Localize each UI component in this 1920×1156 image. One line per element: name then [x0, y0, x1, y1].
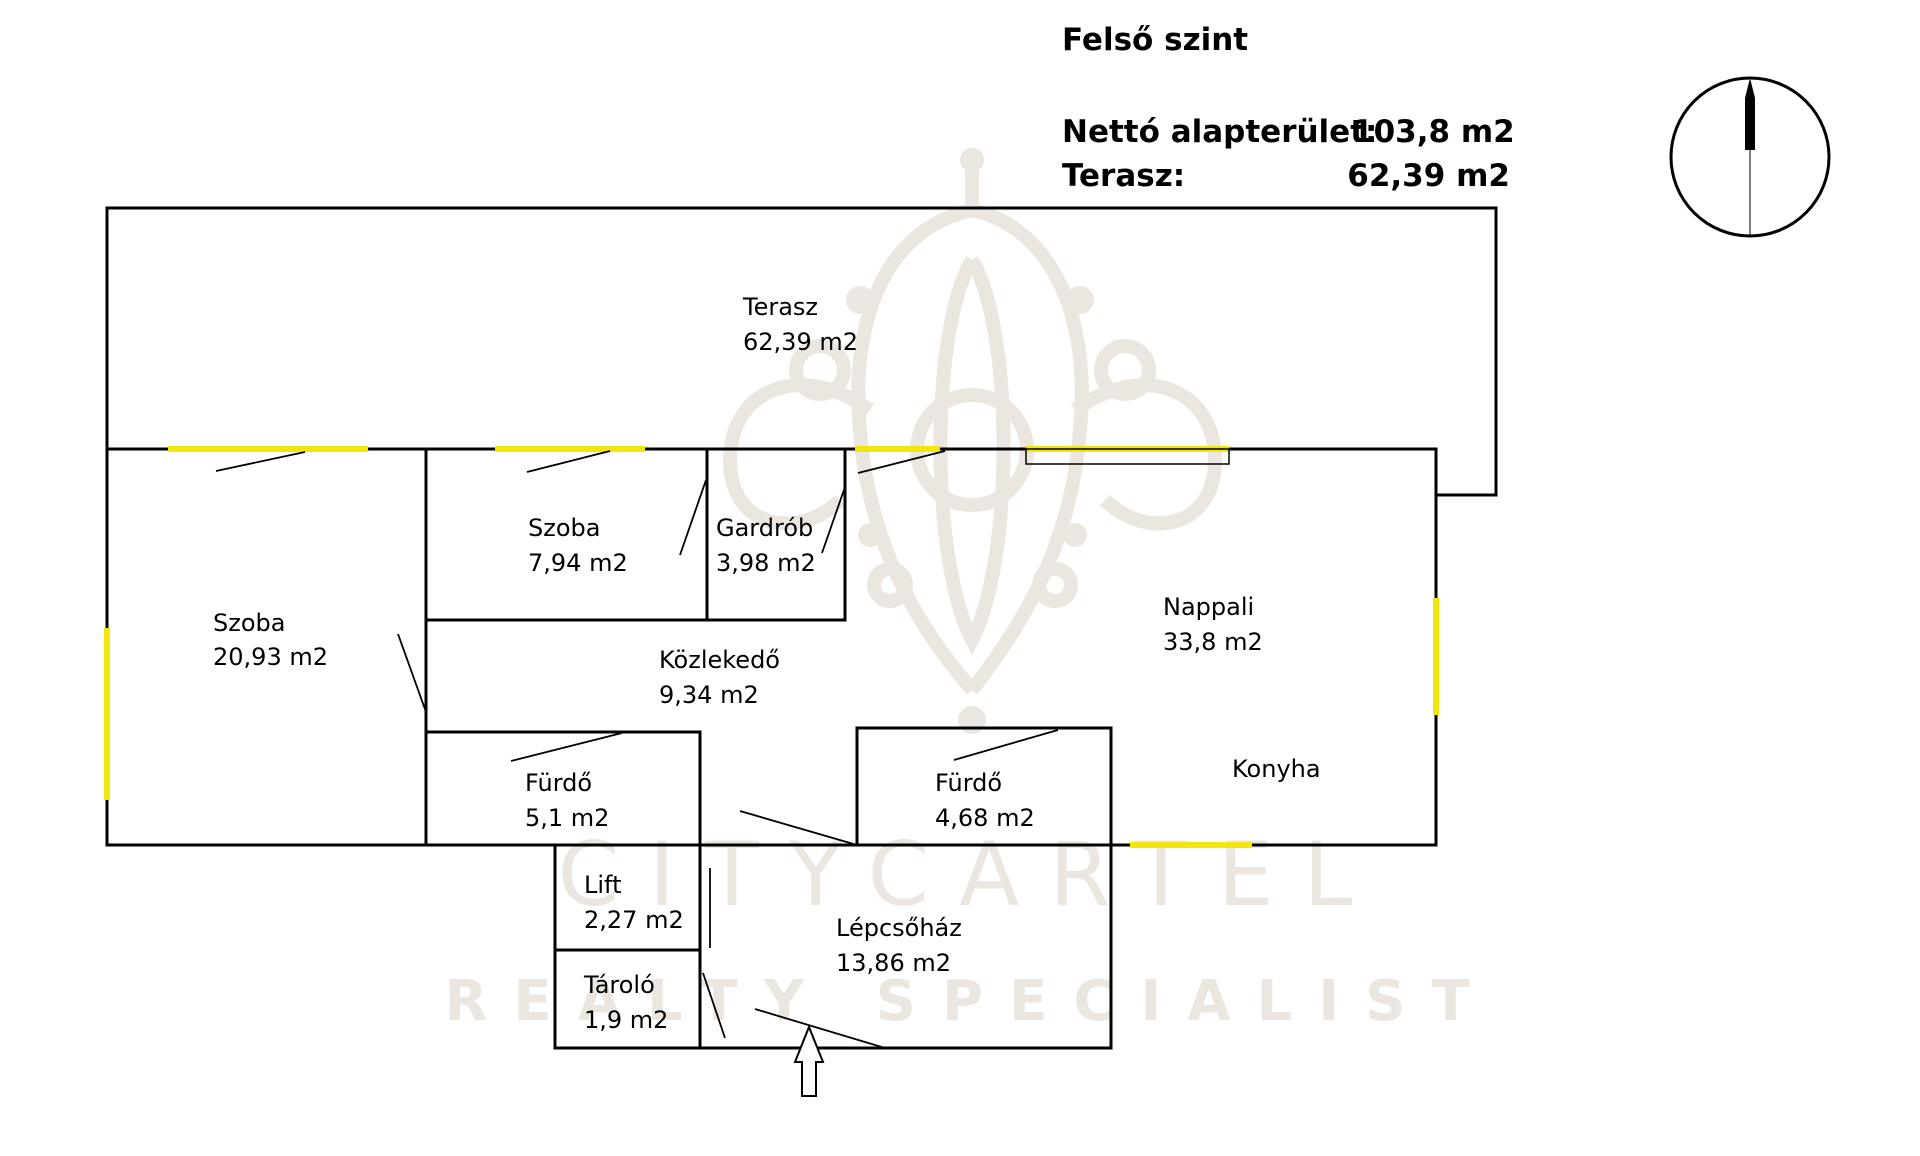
terrace-area-value: 62,39 m2 [1347, 158, 1510, 194]
room-label-lift: Lift [584, 871, 621, 899]
room-label-szoba-large: Szoba [213, 609, 285, 637]
interior-walls [424, 449, 1113, 845]
room-area-lift: 2,27 m2 [584, 906, 684, 934]
room-label-tarolo: Tároló [583, 971, 655, 999]
room-label-furdo-2: Fürdő [935, 769, 1002, 797]
doors [215, 450, 1059, 1049]
room-area-furdo-1: 5,1 m2 [525, 804, 609, 832]
staircase-block [553, 845, 1113, 1050]
entrance-arrow-icon [793, 1024, 825, 1097]
room-label-lepcsohaz: Lépcsőház [836, 914, 962, 942]
room-area-szoba-small: 7,94 m2 [528, 549, 628, 577]
room-label-nappali: Nappali [1163, 593, 1254, 621]
room-area-szoba-large: 20,93 m2 [213, 643, 328, 671]
net-area-label: Nettó alapterület: [1062, 114, 1377, 150]
watermark-brand: CITYCARTEL [558, 823, 1383, 926]
net-area-value: 103,8 m2 [1352, 114, 1515, 150]
room-area-furdo-2: 4,68 m2 [935, 804, 1035, 832]
watermark-logo [722, 148, 1223, 734]
room-area-terasz: 62,39 m2 [743, 328, 858, 356]
room-area-lepcsohaz: 13,86 m2 [836, 949, 951, 977]
north-compass-icon [1669, 76, 1831, 238]
terrace-area-label: Terasz: [1062, 158, 1185, 194]
room-area-gardrob: 3,98 m2 [716, 549, 816, 577]
room-label-szoba-small: Szoba [528, 514, 600, 542]
sliding-door-frame [1025, 448, 1230, 465]
room-area-nappali: 33,8 m2 [1163, 628, 1263, 656]
room-area-tarolo: 1,9 m2 [584, 1006, 668, 1034]
room-label-kozlekedo: Közlekedő [659, 646, 780, 674]
room-label-furdo-1: Fürdő [525, 769, 592, 797]
room-area-kozlekedo: 9,34 m2 [659, 681, 759, 709]
room-label-gardrob: Gardrób [716, 514, 813, 542]
terrace-outline [105, 206, 1498, 497]
room-label-konyha: Konyha [1232, 755, 1321, 783]
watermark-tagline: REALTY SPECIALIST [444, 969, 1495, 1034]
room-label-terasz: Terasz [742, 293, 818, 321]
level-title: Felső szint [1062, 22, 1248, 58]
